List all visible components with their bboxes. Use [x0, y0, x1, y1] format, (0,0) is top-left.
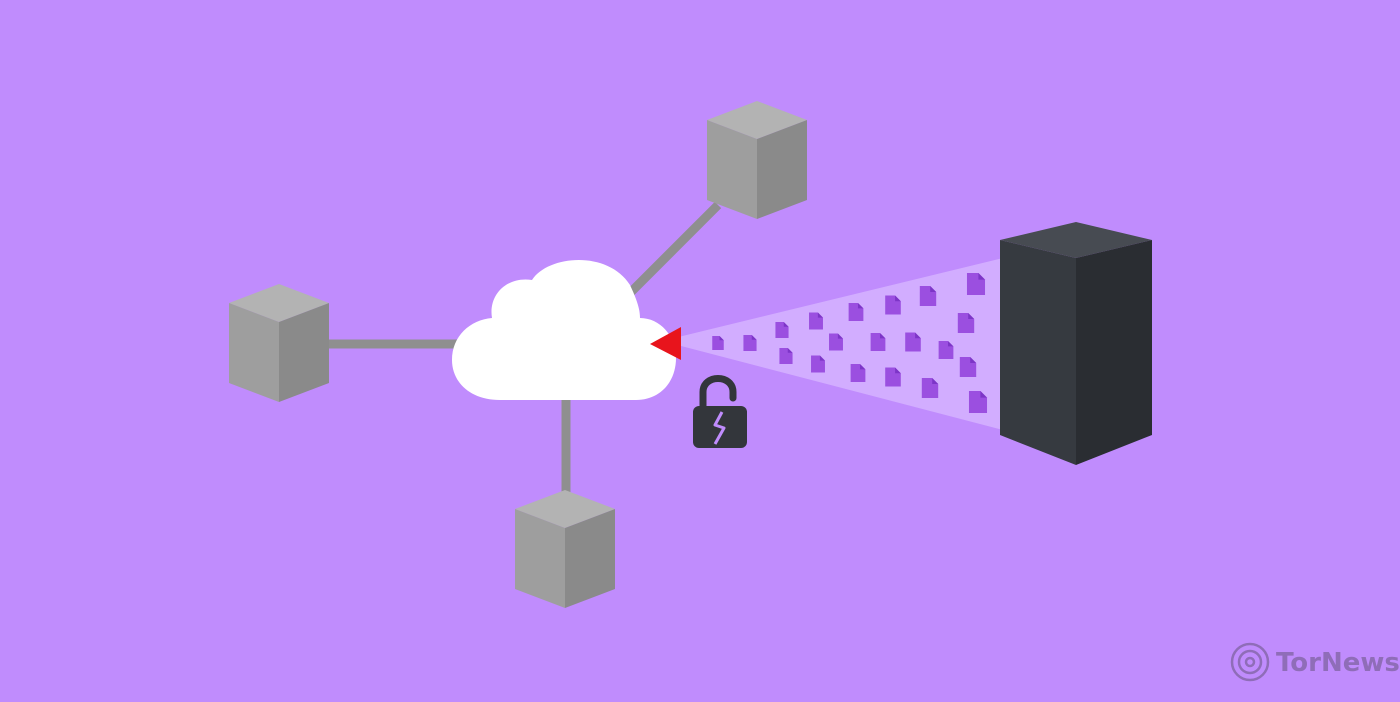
leaked-files — [712, 273, 988, 413]
file-fold — [895, 367, 901, 374]
document-file-icon — [743, 335, 757, 351]
document-file-icon — [779, 348, 793, 364]
file-fold — [980, 391, 988, 398]
document-file-icon — [848, 303, 864, 321]
file-fold — [783, 322, 789, 327]
file-fold — [895, 295, 901, 302]
file-fold — [719, 336, 724, 341]
unlocked-broken-padlock-icon — [693, 375, 747, 448]
server-side — [1076, 240, 1152, 465]
file-fold — [930, 286, 937, 292]
tornews-watermark: TorNews — [1230, 642, 1400, 682]
file-fold — [932, 378, 939, 384]
document-file-icon — [919, 286, 937, 306]
document-file-icon — [905, 332, 921, 352]
node-cube-bottom — [515, 490, 615, 608]
file-fold — [857, 303, 864, 309]
document-file-icon — [938, 341, 954, 359]
cube-left-front — [229, 303, 279, 402]
file-fold — [819, 355, 825, 361]
document-file-icon — [712, 336, 724, 350]
cloud — [452, 260, 676, 400]
document-file-icon — [811, 355, 825, 373]
file-fold — [970, 357, 977, 363]
file-fold — [751, 335, 757, 340]
padlock-shackle — [699, 375, 737, 412]
document-file-icon — [850, 364, 866, 382]
leak-arrow-icon — [650, 327, 681, 360]
file-fold — [879, 333, 886, 339]
file-fold — [817, 312, 823, 318]
cube-top-side — [757, 120, 807, 219]
tornews-logo-icon — [1230, 642, 1270, 682]
network-connectors — [325, 201, 722, 505]
document-file-icon — [885, 367, 901, 387]
cube-top-front — [707, 120, 757, 219]
node-cube-top — [707, 101, 807, 219]
server-tower — [1000, 222, 1152, 465]
document-file-icon — [885, 295, 901, 315]
document-file-icon — [829, 333, 843, 351]
cube-left-side — [279, 303, 329, 402]
document-file-icon — [959, 357, 977, 377]
file-fold — [837, 333, 843, 339]
document-file-icon — [921, 378, 939, 398]
file-fold — [978, 273, 986, 280]
document-file-icon — [968, 391, 988, 413]
document-file-icon — [957, 313, 975, 333]
cube-bottom-side — [565, 509, 615, 608]
document-file-icon — [809, 312, 823, 330]
node-cube-left — [229, 284, 329, 402]
server-front — [1000, 240, 1076, 465]
document-file-icon — [870, 333, 886, 351]
file-fold — [787, 348, 793, 353]
cube-bottom-front — [515, 509, 565, 608]
document-file-icon — [966, 273, 986, 295]
file-fold — [968, 313, 975, 319]
file-fold — [915, 332, 921, 339]
document-file-icon — [775, 322, 789, 338]
watermark-brand: TorNews — [1276, 648, 1400, 678]
padlock-crack — [713, 411, 726, 445]
file-fold — [859, 364, 866, 370]
file-fold — [947, 341, 954, 347]
connector-top — [621, 201, 722, 302]
